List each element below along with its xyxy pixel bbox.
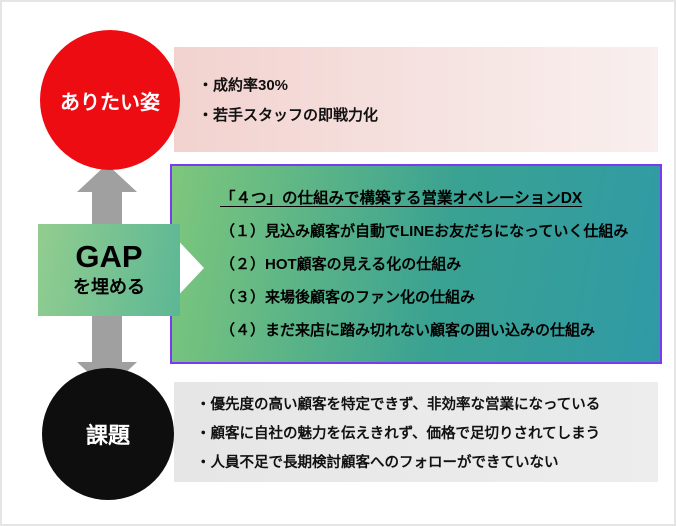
issues-point: ・顧客に自社の魅力を伝えきれず、価格で足切りされてしまう: [196, 425, 601, 442]
gap-box: GAP を埋める: [38, 224, 180, 316]
gap-subtitle: を埋める: [73, 277, 145, 298]
gap-title: GAP: [75, 238, 143, 274]
issues-point: ・人員不足で長期検討顧客へのフォローができていない: [196, 454, 559, 471]
desired-state-point: ・若手スタッフの即戦力化: [198, 107, 379, 124]
desired-state-circle: ありたい姿: [40, 30, 180, 170]
solution-title: 「４つ」の仕組みで構築する営業オペレーションDX: [220, 189, 583, 207]
desired-state-band: ・成約率30% ・若手スタッフの即戦力化: [174, 47, 658, 152]
desired-state-point: ・成約率30%: [198, 77, 289, 94]
solution-box: 「４つ」の仕組みで構築する営業オペレーションDX （１）見込み顧客が自動でLIN…: [170, 164, 662, 364]
issues-point: ・優先度の高い顧客を特定できず、非効率な営業になっている: [196, 396, 601, 413]
desired-state-label: ありたい姿: [60, 91, 160, 114]
solution-item: （２）HOT顧客の見える化の仕組み: [220, 255, 462, 273]
issues-circle: 課題: [42, 368, 174, 500]
issues-label: 課題: [85, 423, 130, 448]
solution-item: （１）見込み顧客が自動でLINEお友だちになっていく仕組み: [220, 222, 629, 240]
issues-band: ・優先度の高い顧客を特定できず、非効率な営業になっている ・顧客に自社の魅力を伝…: [174, 382, 658, 482]
solution-item: （３）来場後顧客のファン化の仕組み: [220, 288, 476, 306]
solution-item: （４）まだ来店に踏み切れない顧客の囲い込みの仕組み: [220, 321, 596, 339]
